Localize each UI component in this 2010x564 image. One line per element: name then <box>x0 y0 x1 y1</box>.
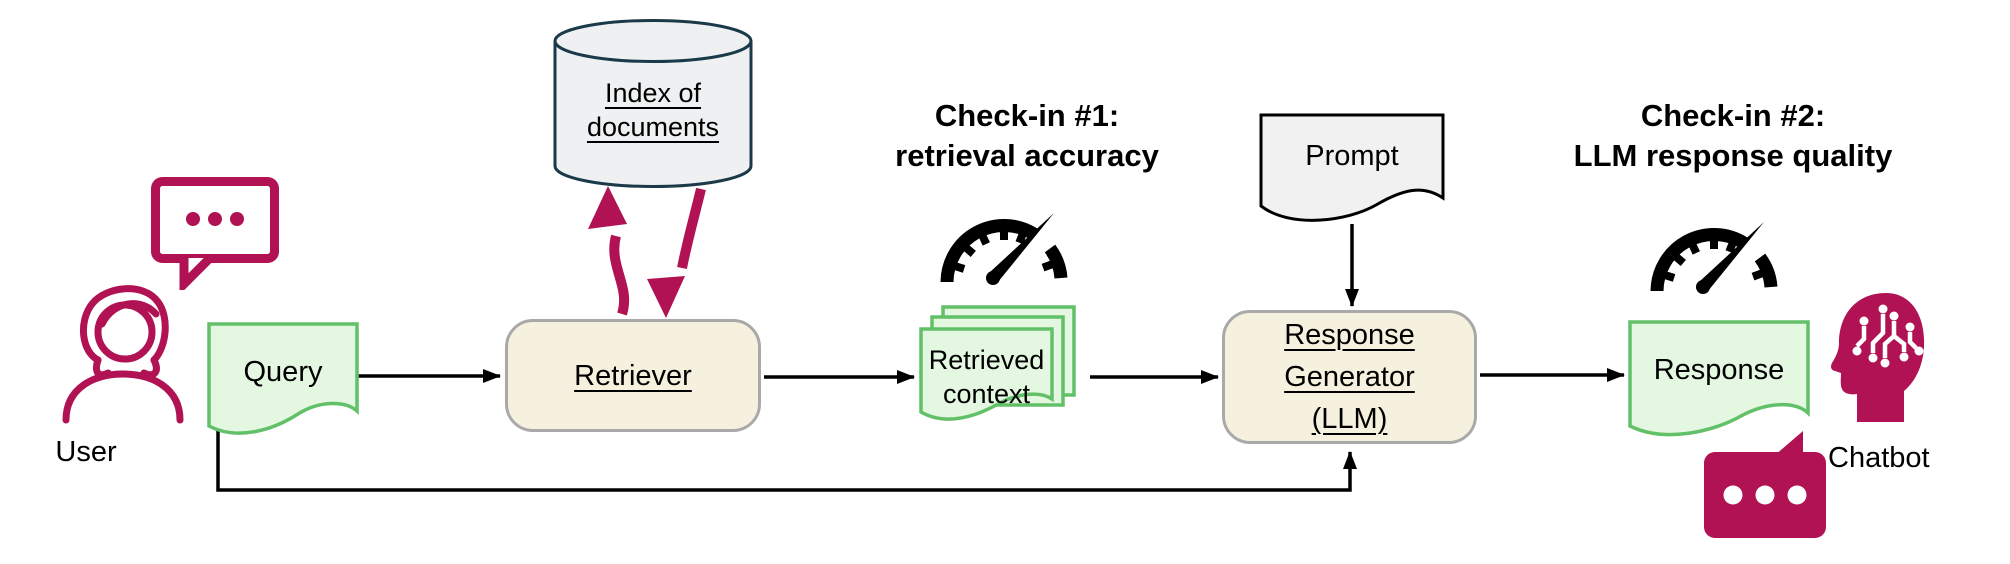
user-label: User <box>55 436 117 468</box>
chatbot-label: Chatbot <box>1828 442 1930 474</box>
speedometer-gauge-icon <box>1650 222 1778 294</box>
checkin-1-caption: Check-in #1: retrieval accuracy <box>895 98 1159 173</box>
prompt-document-shape <box>1259 113 1445 222</box>
arrow-index-to-retriever <box>647 187 706 318</box>
arrow-query-to-generator-bypass <box>216 428 1357 492</box>
response-document-shape <box>1628 320 1810 437</box>
database-cylinder-shape <box>553 19 753 188</box>
head-circuit-brain-icon <box>1831 293 1925 422</box>
response-generator-box: Response Generator (LLM) <box>1222 310 1477 444</box>
response-generator-label-line2: Generator <box>1284 361 1415 393</box>
index-of-documents-label: Index of documents <box>586 78 720 142</box>
retriever-box: Retriever <box>505 319 761 432</box>
speedometer-gauge-icon <box>940 213 1068 285</box>
response-generator-label-line1: Response <box>1284 319 1415 351</box>
retrieved-context-stack-shape <box>919 305 1076 421</box>
retrieved-context-label: Retrieved context <box>928 345 1045 409</box>
response-label: Response <box>1653 354 1785 386</box>
speech-bubble-dots-filled-icon <box>1704 431 1826 538</box>
query-document-shape <box>207 322 359 435</box>
arrow-retriever-to-index <box>588 186 630 316</box>
retriever-label: Retriever <box>574 359 692 392</box>
response-generator-label-line3: (LLM) <box>1311 403 1388 435</box>
person-woman-icon <box>62 285 184 424</box>
checkin-2-caption: Check-in #2: LLM response quality <box>1573 98 1893 173</box>
prompt-label: Prompt <box>1305 140 1399 172</box>
speech-bubble-dots-icon <box>151 177 279 290</box>
query-label: Query <box>243 356 323 388</box>
